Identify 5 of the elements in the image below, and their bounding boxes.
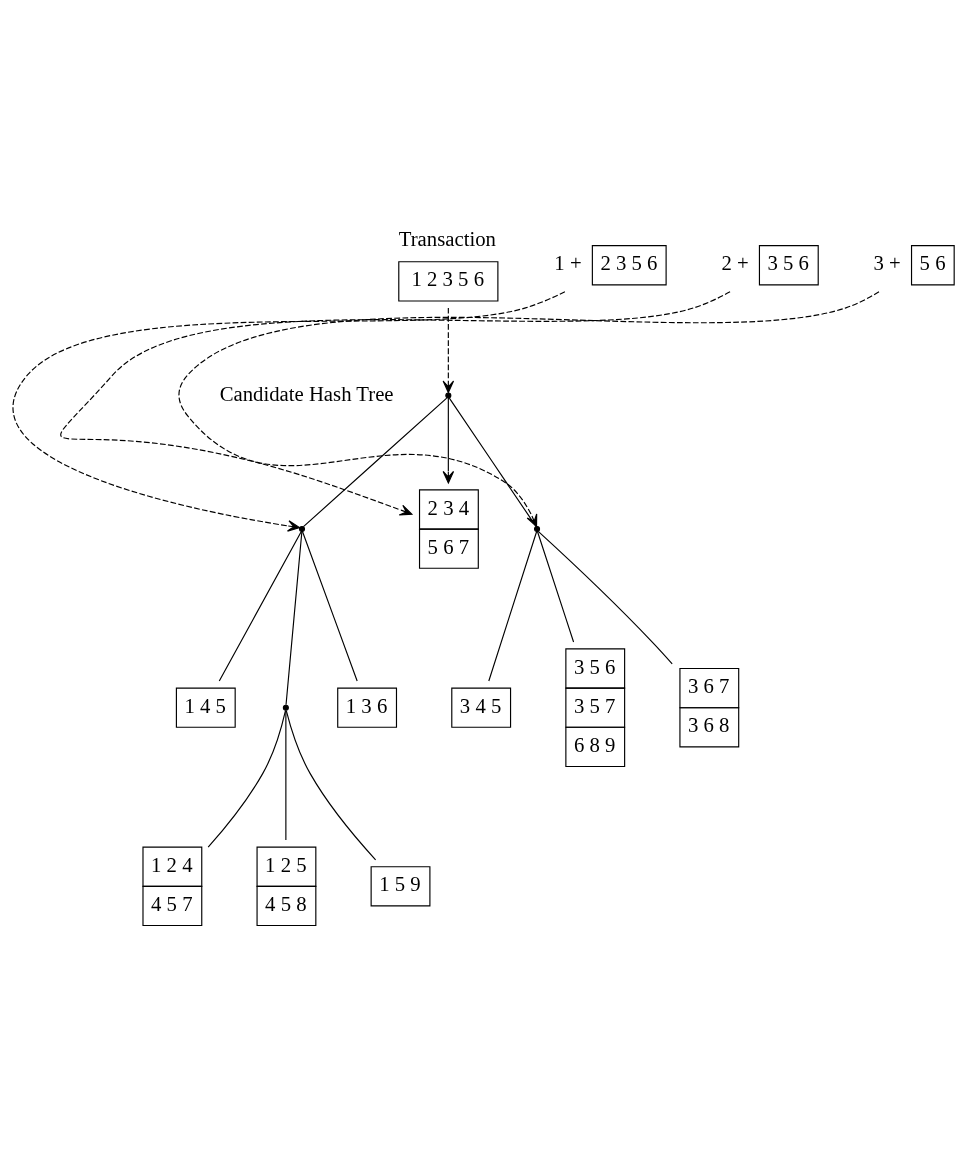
node-label: Transaction bbox=[398, 228, 496, 251]
node-label: 1 + bbox=[554, 252, 582, 275]
node-label: 2 + bbox=[721, 252, 749, 275]
label: Candidate Hash Tree bbox=[219, 382, 394, 405]
node-label: 3 + bbox=[873, 252, 901, 275]
